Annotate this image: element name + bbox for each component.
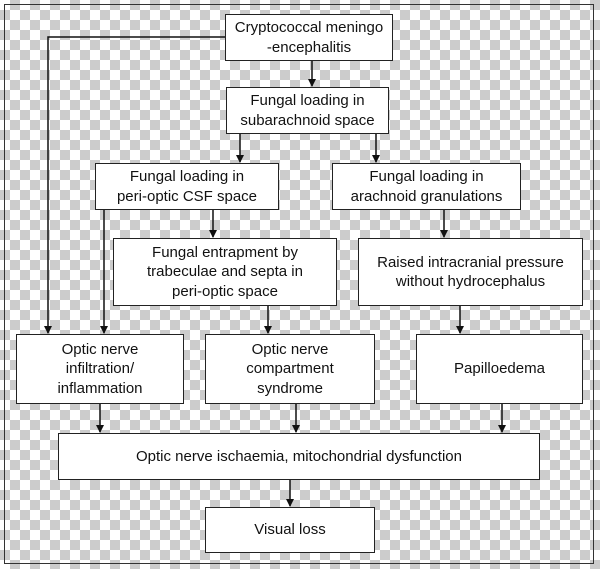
node-infiltration: Optic nerve infiltration/ inflammation (16, 334, 184, 404)
diagram-frame (4, 4, 594, 564)
node-perioptic-csf-line-1: Fungal loading in (129, 168, 245, 185)
node-entrapment-line-2: trabeculae and septa in (147, 263, 303, 281)
node-visual-loss-line-1: Visual loss (254, 521, 326, 539)
node-arachnoid: Fungal loading in arachnoid granulations (332, 163, 521, 210)
node-ischaemia: Optic nerve ischaemia, mitochondrial dys… (58, 433, 540, 480)
node-compartment-line-3: syndrome (257, 379, 323, 397)
node-entrapment-line-1: Fungal entrapment by (152, 243, 298, 261)
node-infiltration-line-2: infiltration/ (65, 360, 135, 378)
node-compartment-line-1: Optic nerve (251, 340, 329, 358)
node-arachnoid-line-2: arachnoid granulations (350, 187, 503, 205)
node-icp-line-2: without hydrocephalus (395, 273, 546, 290)
node-perioptic-csf-line-2: peri-optic CSF space (116, 187, 258, 205)
node-subarachnoid-line-1: Fungal loading in (250, 92, 365, 109)
node-compartment-line-2: compartment (246, 360, 334, 378)
node-perioptic-csf: Fungal loading in peri-optic CSF space (95, 163, 279, 210)
node-compartment: Optic nerve compartment syndrome (205, 334, 375, 404)
node-subarachnoid: Fungal loading in subarachnoid space (226, 87, 389, 134)
node-cryptococcal-line-2: -encephalitis (266, 38, 352, 56)
node-entrapment: Fungal entrapment by trabeculae and sept… (113, 238, 337, 306)
node-entrapment-line-3: peri-optic space (172, 282, 278, 300)
node-papilloedema: Papilloedema (416, 334, 583, 404)
node-cryptococcal-line-1: Cryptococcal meningo (234, 19, 384, 36)
node-cryptococcal: Cryptococcal meningo -encephalitis (225, 14, 393, 61)
node-visual-loss: Visual loss (205, 507, 375, 553)
node-arachnoid-line-1: Fungal loading in (369, 168, 484, 185)
node-ischaemia-line-1: Optic nerve ischaemia, mitochondrial dys… (136, 447, 462, 465)
node-papilloedema-line-1: Papilloedema (454, 360, 545, 378)
arrow-cryptococcal-to-infiltration (44, 36, 225, 334)
node-subarachnoid-line-2: subarachnoid space (240, 111, 375, 129)
node-infiltration-line-3: inflammation (57, 379, 143, 397)
node-icp-line-1: Raised intracranial pressure (377, 253, 564, 271)
node-infiltration-line-1: Optic nerve (61, 340, 139, 358)
node-icp: Raised intracranial pressure without hyd… (358, 238, 583, 306)
